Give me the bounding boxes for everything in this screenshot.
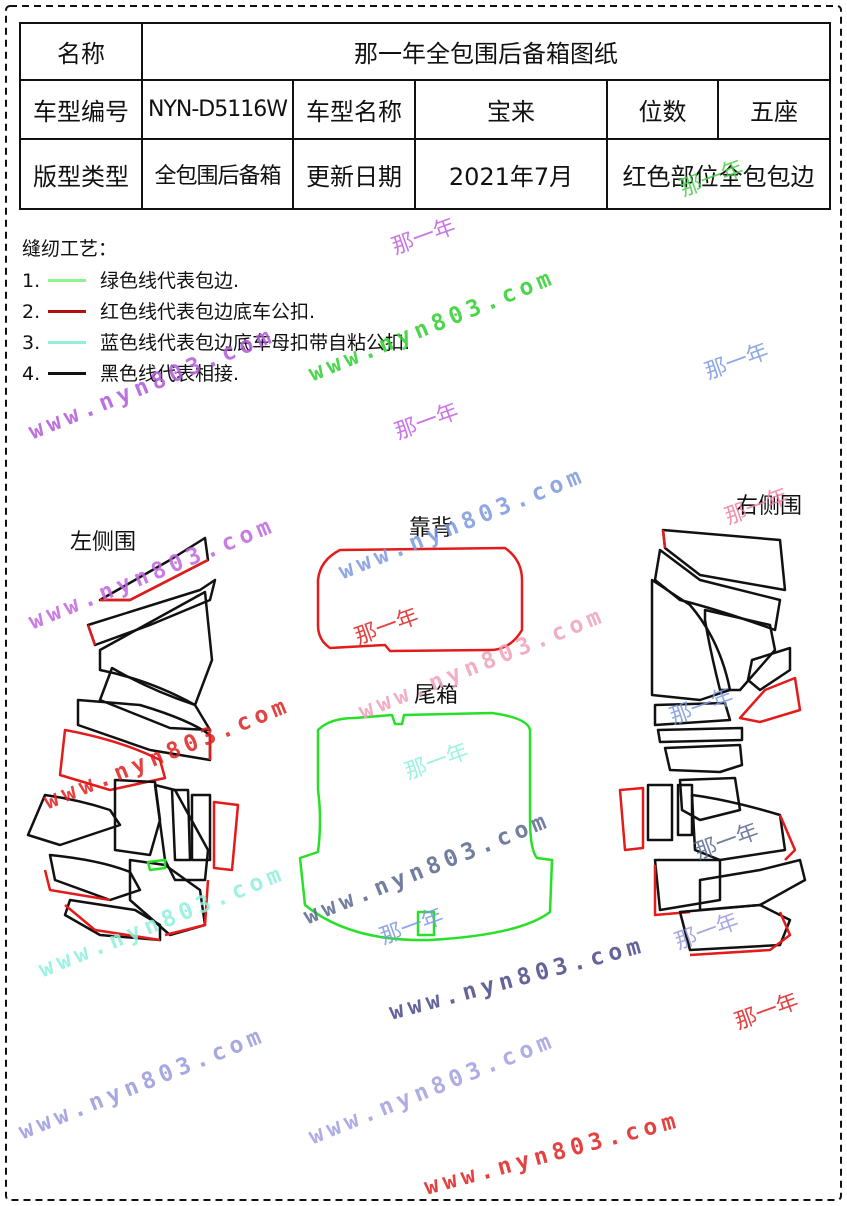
spec-table: 名称 那一年全包围后备箱图纸 车型编号 NYN-D5116W 车型名称 宝来 位… bbox=[19, 22, 832, 210]
legend-swatch bbox=[48, 372, 86, 375]
model-name-value: 宝来 bbox=[414, 79, 608, 140]
update-date-value: 2021年7月 bbox=[414, 138, 608, 210]
right-side-label: 右侧围 bbox=[736, 494, 803, 519]
pattern-type-value: 全包围后备箱 bbox=[141, 138, 294, 210]
update-date-label: 更新日期 bbox=[292, 138, 416, 210]
legend-num: 3. bbox=[22, 331, 41, 354]
legend-item: 3. 蓝色线代表包边底车母扣带自粘公扣. bbox=[22, 327, 410, 358]
name-value: 那一年全包围后备箱图纸 bbox=[140, 22, 832, 81]
left-side-pieces bbox=[26, 536, 240, 942]
model-code-label: 车型编号 bbox=[19, 79, 143, 140]
trunk-floor-piece bbox=[298, 711, 554, 942]
backrest-piece bbox=[316, 546, 524, 653]
legend-num: 1. bbox=[22, 269, 41, 292]
left-side-label: 左侧围 bbox=[70, 530, 137, 555]
trunk-hole bbox=[416, 910, 436, 937]
right-side-pieces bbox=[618, 528, 807, 957]
backrest-label: 靠背 bbox=[409, 516, 454, 541]
legend-text: 绿色线代表包边. bbox=[100, 269, 240, 292]
position-value: 五座 bbox=[716, 79, 832, 140]
sewing-legend: 缝纫工艺： 1. 绿色线代表包边. 2. 红色线代表包边底车公扣. 3. 蓝色线… bbox=[22, 233, 410, 389]
legend-title: 缝纫工艺： bbox=[22, 238, 118, 260]
legend-num: 2. bbox=[22, 300, 41, 323]
legend-swatch bbox=[48, 279, 86, 282]
legend-swatch bbox=[48, 341, 86, 344]
legend-item: 1. 绿色线代表包边. bbox=[22, 265, 410, 296]
legend-text: 红色线代表包边底车公扣. bbox=[100, 300, 316, 323]
trunk-label: 尾箱 bbox=[414, 683, 459, 708]
pattern-type-label: 版型类型 bbox=[19, 138, 143, 210]
model-name-label: 车型名称 bbox=[292, 79, 416, 140]
model-code-value: NYN-D5116W bbox=[141, 79, 294, 140]
legend-item: 2. 红色线代表包边底车公扣. bbox=[22, 296, 410, 327]
legend-swatch bbox=[48, 310, 86, 313]
legend-num: 4. bbox=[22, 362, 41, 385]
position-label: 位数 bbox=[606, 79, 719, 140]
name-label: 名称 bbox=[19, 22, 143, 81]
legend-text: 蓝色线代表包边底车母扣带自粘公扣. bbox=[100, 331, 411, 354]
legend-text: 黑色线代表相接. bbox=[100, 362, 240, 385]
legend-item: 4. 黑色线代表相接. bbox=[22, 358, 410, 389]
red-note: 红色部位全包包边 bbox=[605, 138, 832, 210]
